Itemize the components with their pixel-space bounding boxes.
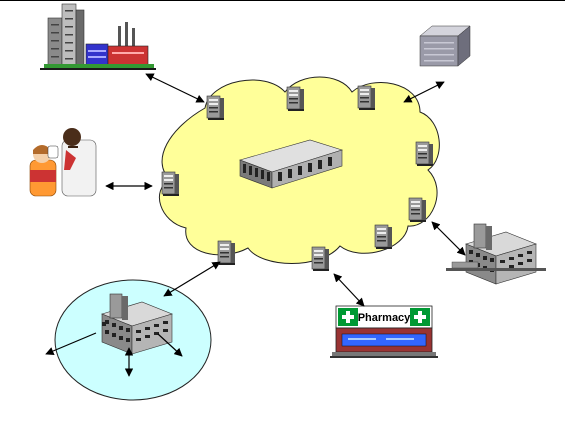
arrow-factory-cloud [145, 73, 205, 103]
arrow-clinic-cloud [163, 261, 221, 297]
connection-arrows [45, 73, 466, 377]
server-icon [408, 197, 427, 223]
server-icon [357, 85, 376, 111]
hospital-building-icon [446, 223, 546, 285]
office-building-icon [419, 25, 471, 67]
server-icon [311, 246, 330, 272]
clinic-building-icon [101, 293, 173, 355]
server-icon [286, 86, 305, 112]
pharmacy-sign-label: Pharmacy [358, 312, 411, 324]
doctor-patient-icon [29, 128, 97, 197]
server-icon [217, 240, 236, 266]
arrow-office-cloud [403, 81, 445, 103]
top-rule [0, 0, 565, 1]
arrow-clinic-right [157, 333, 183, 357]
arrow-hospital-cloud [431, 221, 466, 256]
arrow-clinic-left [45, 332, 97, 355]
server-icon [206, 95, 225, 121]
arrow-pharmacy-cloud [333, 273, 365, 307]
server-icon [415, 141, 434, 167]
city-factory-icon [40, 3, 156, 70]
central-data-center-icon [239, 139, 344, 189]
server-icon [161, 171, 180, 197]
server-icon [374, 224, 393, 250]
pharmacy-icon: Pharmacy [330, 305, 438, 358]
